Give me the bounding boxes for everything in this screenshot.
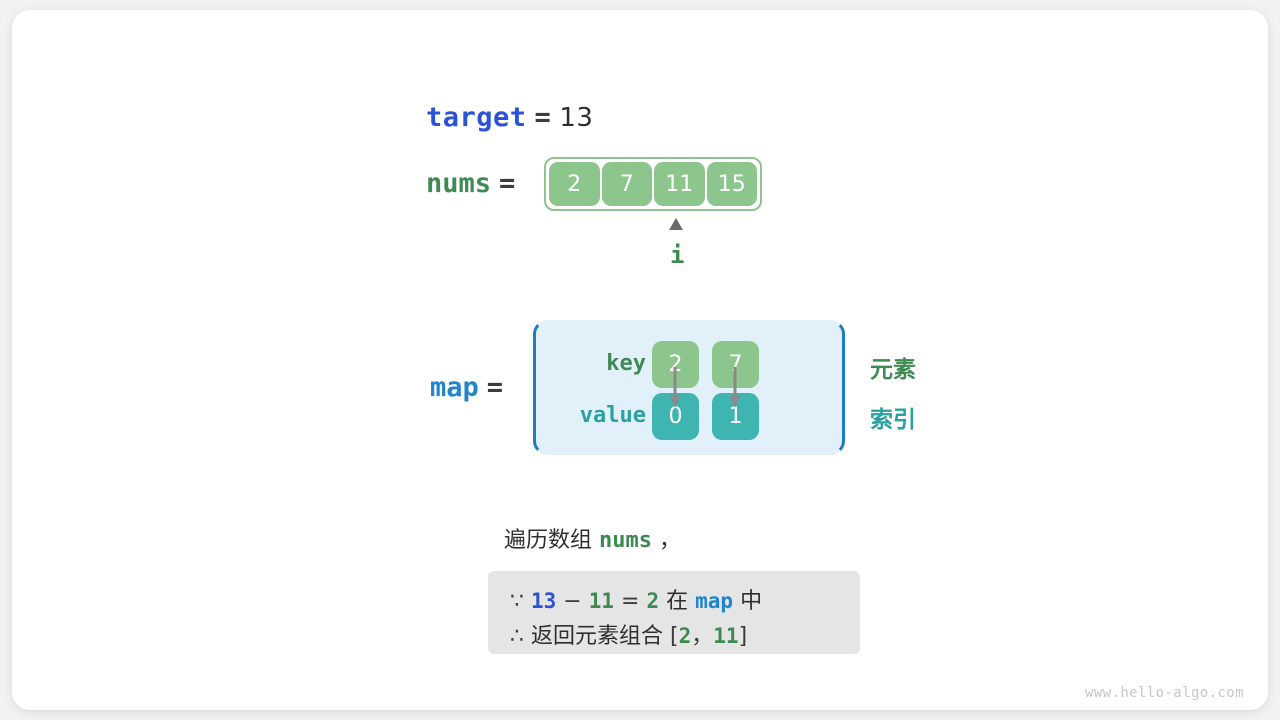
note-box: ∵ 13 − 11 = 2 在 map 中 ∴ 返回元素组合 [2，11] <box>488 571 860 654</box>
note-word-within: 中 <box>740 589 763 614</box>
map-inner: key value 2 0 7 1 <box>536 323 842 452</box>
result-comma: ， <box>691 624 714 649</box>
target-row: target=13 <box>426 102 593 133</box>
caption-traverse-array: 遍历数组 nums ， <box>504 522 681 554</box>
minus-symbol: − <box>563 589 582 614</box>
illustration-card: target=13 nums= 2 7 11 15 i map= key val… <box>12 10 1268 710</box>
note-word-in: 在 <box>666 589 689 614</box>
bracket-close: ] <box>738 624 748 649</box>
equals-symbol: = <box>621 589 640 614</box>
annotation-index: 索引 <box>870 407 916 433</box>
nums-array: 2 7 11 15 <box>544 157 762 211</box>
map-value-cell: 1 <box>712 393 759 440</box>
note-value-current: 11 <box>588 589 615 613</box>
bracket-open: [ <box>670 624 679 649</box>
caption-variable-nums: nums <box>599 528 652 553</box>
array-cell: 15 <box>706 162 757 206</box>
map-row-label: map= <box>430 372 511 403</box>
note-result-first: 2 <box>678 624 692 648</box>
key-to-value-arrow-icon <box>669 367 681 408</box>
note-return-text: 返回元素组合 <box>531 624 664 649</box>
map-value-row-label: value <box>579 403 646 428</box>
target-equals-sign: = <box>534 102 552 133</box>
pointer-caret-icon <box>669 218 683 230</box>
note-result-second: 11 <box>713 624 739 648</box>
array-cell: 11 <box>654 162 705 206</box>
because-symbol: ∵ <box>510 589 524 614</box>
map-container: key value 2 0 7 1 <box>533 320 845 455</box>
key-to-value-arrow-icon <box>729 367 741 408</box>
caption-prefix: 遍历数组 <box>504 528 593 553</box>
map-variable-name: map <box>430 372 479 403</box>
array-cell: 2 <box>549 162 600 206</box>
annotation-element: 元素 <box>870 357 916 383</box>
therefore-symbol: ∴ <box>510 624 524 649</box>
map-key-row-label: key <box>606 351 646 376</box>
nums-row-label: nums= <box>426 168 523 199</box>
pointer-label-i: i <box>670 241 685 269</box>
map-equals-sign: = <box>486 372 504 403</box>
nums-variable-name: nums <box>426 168 492 199</box>
target-value: 13 <box>559 103 594 133</box>
note-variable-map: map <box>695 589 734 613</box>
target-variable-name: target <box>426 102 527 133</box>
watermark: www.hello-algo.com <box>1085 685 1244 701</box>
caption-suffix: ， <box>659 528 682 553</box>
note-line-therefore: ∴ 返回元素组合 [2，11] <box>510 618 747 650</box>
array-cell: 7 <box>601 162 652 206</box>
note-value-complement: 2 <box>646 589 660 613</box>
nums-equals-sign: = <box>499 168 516 199</box>
note-line-because: ∵ 13 − 11 = 2 在 map 中 <box>510 583 762 615</box>
note-value-target: 13 <box>531 589 557 613</box>
